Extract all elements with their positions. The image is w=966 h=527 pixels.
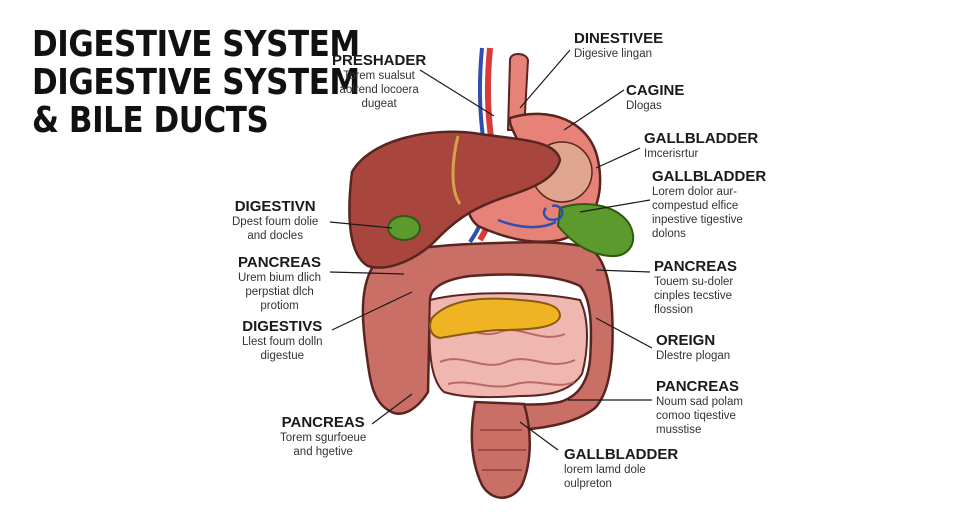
label-pancreas-right: PANCREAS Touem su-doler cinples tecstive… xyxy=(654,258,738,316)
gallbladder-left xyxy=(387,215,421,241)
label-digestivs: DIGESTIVS Llest foum dolln digestue xyxy=(242,318,323,362)
page-title: DIGESTIVE SYSTEM DIGESTIVE SYSTEM & BILE… xyxy=(32,26,360,140)
label-heading: PRESHADER xyxy=(332,52,427,69)
title-line-2: DIGESTIVE SYSTEM xyxy=(32,62,360,103)
title-line-3: & BILE DUCTS xyxy=(32,100,269,141)
label-pancreas-right-2: PANCREAS Noum sad polam comoo tiqestive … xyxy=(656,378,743,436)
label-gallbladder-bottom: GALLBLADDER lorem lamd dole oulpreton xyxy=(564,446,679,490)
label-gallbladder-1: GALLBLADDER Imcerisrtur xyxy=(644,130,759,160)
label-gallbladder-2: GALLBLADDER Lorem dolor aur- compestud e… xyxy=(652,168,767,240)
label-cagine: CAGINE Dlogas xyxy=(626,82,685,112)
leader-lines xyxy=(329,49,653,451)
label-dinestivee: DINESTIVEE Digesive lingan xyxy=(574,30,664,60)
title-line-1: DIGESTIVE SYSTEM xyxy=(32,24,360,65)
gallbladder-right xyxy=(556,203,635,258)
label-oreign: OREIGN Dlestre plogan xyxy=(656,332,731,362)
label-pancreas-left: PANCREAS Urem bium dlich perpstiat dlch … xyxy=(238,254,322,312)
label-digestivn: DIGESTIVN Dpest foum dolie and docles xyxy=(232,198,319,242)
label-preshader: PRESHADER Torem sualsut aolrend locoera … xyxy=(332,52,427,110)
bile-duct xyxy=(497,204,564,229)
label-pancreas-bottom: PANCREAS Torem sgurfoeue and hgetive xyxy=(280,414,367,458)
pancreas xyxy=(429,297,562,340)
